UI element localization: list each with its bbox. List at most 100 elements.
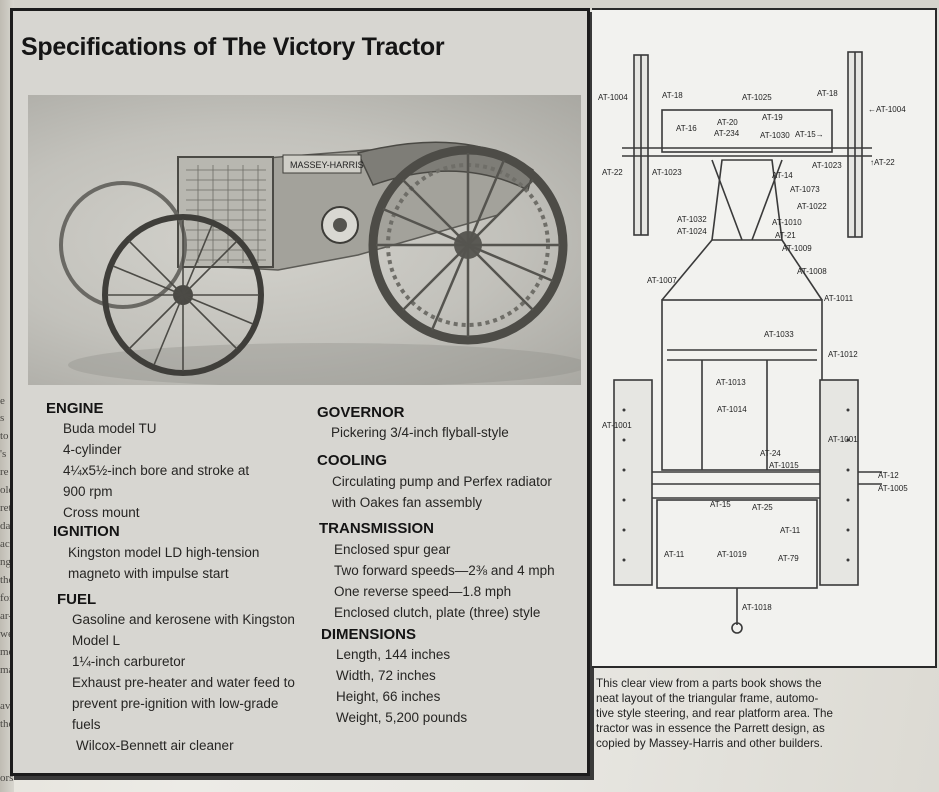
part-label: AT-20 (717, 118, 738, 127)
left-page-fragment: s (0, 412, 5, 424)
specifications-box: Specifications of The Victory Tractor (10, 8, 590, 776)
cooling-heading: COOLING (317, 452, 387, 469)
part-label: AT-1033 (764, 330, 794, 339)
dimensions-line: Weight, 5,200 pounds (336, 710, 468, 725)
tractor-illustration: MASSEY-HARRIS (59, 141, 581, 385)
engine-line: 4-cylinder (63, 442, 122, 457)
left-page-fragment: e (0, 395, 5, 407)
engine-heading: ENGINE (46, 400, 104, 417)
caption-line: tractor was in essence the Parrett desig… (596, 722, 825, 735)
left-page-fragment: to (0, 430, 9, 442)
part-label: AT-25 (752, 503, 773, 512)
left-page-fragment: ret (0, 502, 12, 514)
part-label: AT-1001 (828, 435, 858, 444)
fuel-line: Model L (72, 633, 121, 648)
caption-line: neat layout of the triangular frame, aut… (596, 692, 819, 705)
part-label: AT-1010 (772, 218, 802, 227)
part-label: AT-1073 (790, 185, 820, 194)
part-label: AT-1014 (717, 405, 747, 414)
left-page-fragment: we (0, 628, 13, 640)
part-label: AT-1023 (812, 161, 842, 170)
dimensions-line: Width, 72 inches (336, 668, 436, 683)
part-label: AT-21 (775, 231, 796, 240)
part-label: AT-1022 (797, 202, 827, 211)
part-label: AT-1007 (647, 276, 677, 285)
fuel-heading: FUEL (57, 591, 97, 608)
engine-line: Buda model TU (63, 421, 157, 436)
tractor-photo: MASSEY-HARRIS (28, 95, 581, 385)
page-top-edge (14, 0, 939, 10)
part-label: AT-11 (780, 526, 801, 535)
engine-line: Cross mount (63, 505, 140, 520)
fuel-line: 1¼-inch carburetor (72, 654, 186, 669)
ignition-line: magneto with impulse start (68, 566, 229, 581)
governor-line: Pickering 3/4-inch flyball-style (331, 425, 509, 440)
part-label: AT-1012 (828, 350, 858, 359)
ignition-heading: IGNITION (53, 523, 120, 540)
cooling-line: Circulating pump and Perfex radiator (332, 474, 552, 489)
part-label: AT-1024 (677, 227, 707, 236)
part-label: AT-1005 (878, 484, 908, 493)
dimensions-heading: DIMENSIONS (321, 626, 417, 643)
part-label: AT-18 (662, 91, 683, 100)
specifications-title: Specifications of The Victory Tractor (21, 33, 445, 61)
part-label: AT-234 (714, 129, 740, 138)
dimensions-line: Length, 144 inches (336, 647, 451, 662)
part-label: AT-24 (760, 449, 781, 458)
photo-nameplate-text: MASSEY-HARRIS (290, 160, 364, 170)
part-label: AT-1018 (742, 603, 772, 612)
part-label: AT-22 (602, 168, 623, 177)
parts-diagram: AT-1004 AT-18 AT-1025 AT-18 ←AT-1004 AT-… (592, 8, 937, 668)
caption-line: This clear view from a parts book shows … (596, 677, 822, 690)
part-label: AT-19 (762, 113, 783, 122)
transmission-line: Enclosed clutch, plate (three) style (334, 605, 541, 620)
transmission-line: Two forward speeds—2⅜ and 4 mph (334, 563, 555, 578)
part-label: AT-16 (676, 124, 697, 133)
part-label: AT-11 (664, 550, 685, 559)
left-page-fragment: ar- (0, 610, 12, 622)
part-label: AT-1011 (824, 294, 854, 303)
front-wheel (102, 214, 264, 376)
part-label: AT-1025 (742, 93, 772, 102)
part-label: AT-14 (772, 171, 793, 180)
left-page-fragment: 's (0, 448, 7, 460)
engine-line: 900 rpm (63, 484, 113, 499)
fuel-line: Gasoline and kerosene with Kingston (72, 612, 295, 627)
caption-line: copied by Massey-Harris and other builde… (596, 737, 823, 750)
part-label: AT-1032 (677, 215, 707, 224)
left-page-fragment: for (0, 592, 13, 604)
rear-wheel (368, 145, 568, 345)
fuel-line: Exhaust pre-heater and water feed to (72, 675, 295, 690)
diagram-caption: This clear view from a parts book shows … (596, 676, 866, 751)
engine-line: 4¼x5½-inch bore and stroke at (63, 463, 250, 478)
part-label: AT-79 (778, 554, 799, 563)
part-label: AT-1008 (797, 267, 827, 276)
part-label: AT-1009 (782, 244, 812, 253)
part-label: AT-1019 (717, 550, 747, 559)
chassis-diagram: AT-1004 AT-18 AT-1025 AT-18 ←AT-1004 AT-… (598, 51, 908, 634)
part-label: AT-1001 (602, 421, 632, 430)
part-label: ↑AT-22 (870, 158, 895, 167)
governor-heading: GOVERNOR (317, 404, 405, 421)
transmission-heading: TRANSMISSION (319, 520, 435, 537)
fuel-line: prevent pre-ignition with low-grade (72, 696, 279, 711)
part-label: AT-1013 (716, 378, 746, 387)
caption-line: tive style steering, and rear platform a… (596, 707, 833, 720)
ignition-line: Kingston model LD high-tension (68, 545, 260, 560)
part-label: AT-12 (878, 471, 899, 480)
part-label: AT-15 (710, 500, 731, 509)
left-page-fragment: re (0, 466, 9, 478)
fuel-line: Wilcox-Bennett air cleaner (76, 738, 234, 753)
part-label: AT-1015 (769, 461, 799, 470)
dimensions-line: Height, 66 inches (336, 689, 441, 704)
cooling-line: with Oakes fan assembly (332, 495, 483, 510)
fuel-line: fuels (72, 717, 101, 732)
transmission-line: One reverse speed—1.8 mph (334, 584, 512, 599)
part-label: AT-18 (817, 89, 838, 98)
part-label: AT-1004 (598, 93, 628, 102)
part-label: ←AT-1004 (868, 105, 906, 114)
transmission-line: Enclosed spur gear (334, 542, 451, 557)
part-label: AT-1023 (652, 168, 682, 177)
part-label: AT-15→ (795, 130, 824, 139)
part-label: AT-1030 (760, 131, 790, 140)
